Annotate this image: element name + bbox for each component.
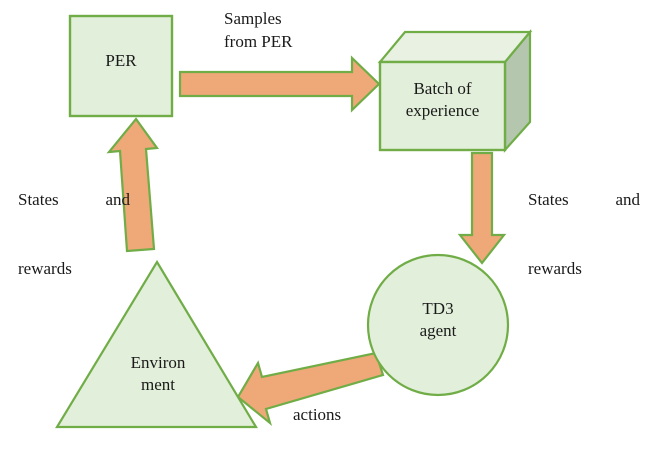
arrow-env-to-per bbox=[106, 117, 160, 253]
node-td3-agent[interactable] bbox=[366, 253, 510, 397]
node-batch-of-experience[interactable] bbox=[377, 28, 533, 153]
arrow-agent-to-env bbox=[236, 351, 385, 427]
node-environment[interactable] bbox=[55, 259, 258, 429]
arrow-per-to-batch bbox=[178, 55, 381, 113]
node-per[interactable] bbox=[68, 14, 174, 118]
arrow-batch-to-agent bbox=[457, 151, 507, 265]
